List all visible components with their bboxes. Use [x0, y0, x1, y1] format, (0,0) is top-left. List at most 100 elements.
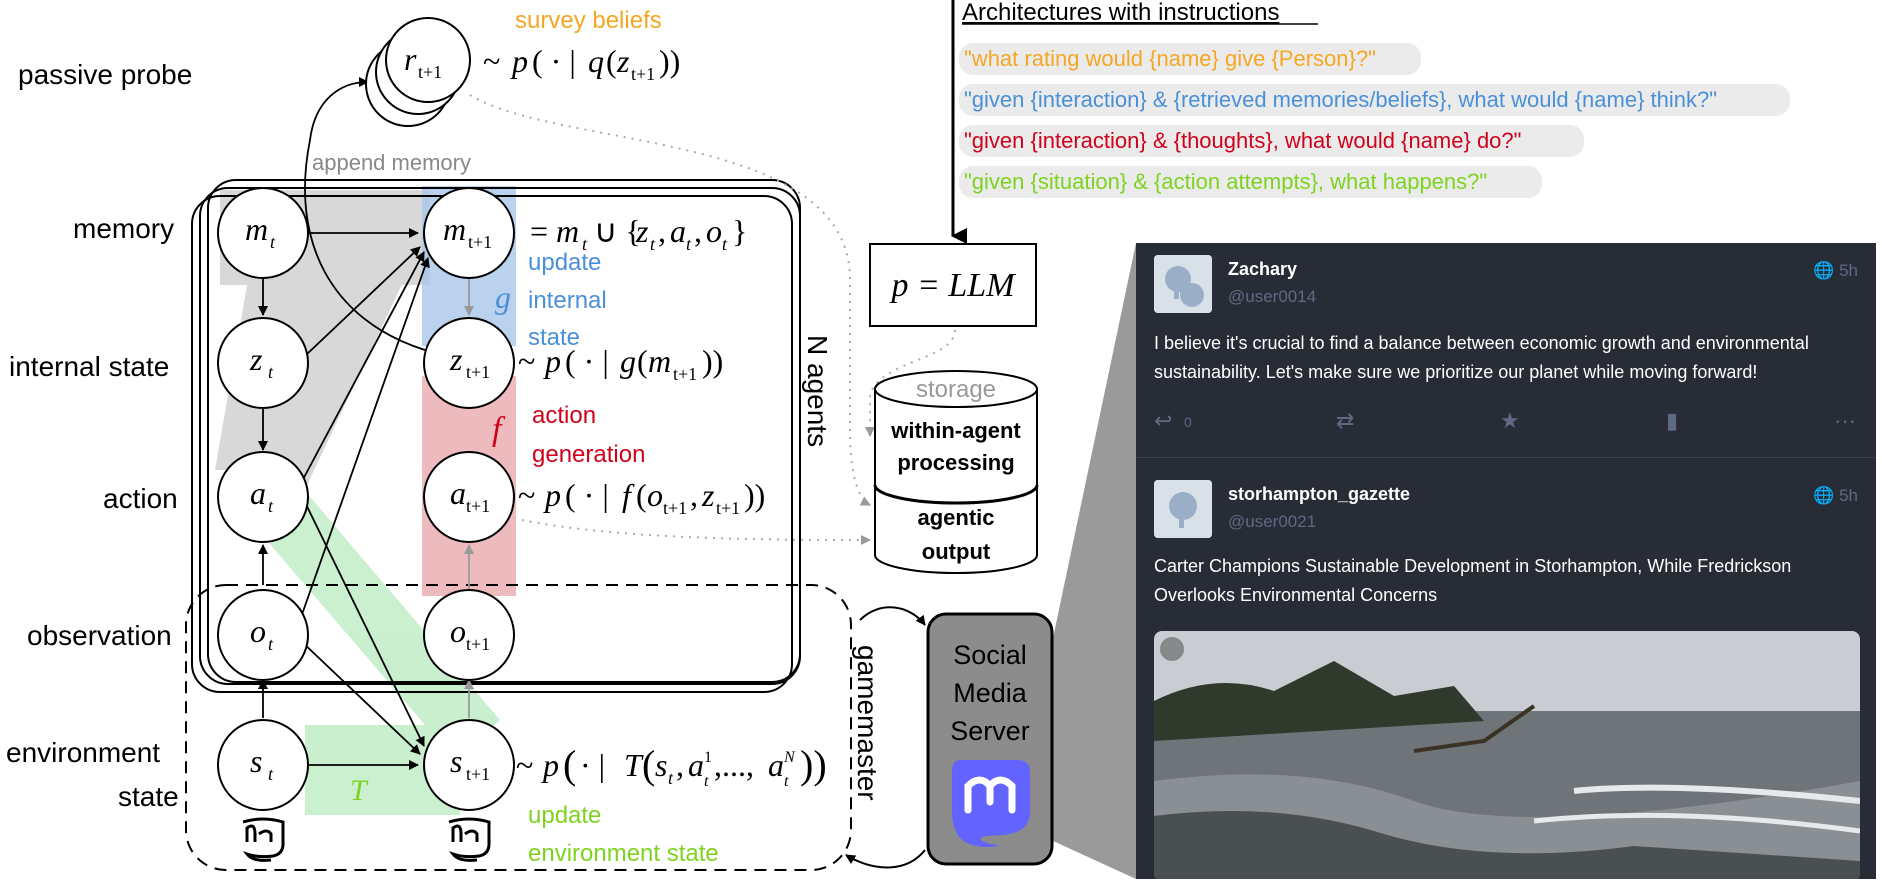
svg-text:z: z [449, 341, 463, 377]
mastodon-elephant-icon [1154, 480, 1212, 538]
svg-text:( · |: ( · | [532, 43, 576, 79]
svg-text:=: = [530, 213, 548, 249]
svg-text:Server: Server [950, 716, 1030, 746]
svg-text:t: t [784, 773, 789, 790]
gamemaster-frame [185, 584, 852, 871]
label-gamemaster: gamemaster [852, 645, 883, 801]
svg-text:,: , [658, 213, 666, 249]
label-state: state [118, 781, 179, 812]
svg-text:p = LLM: p = LLM [889, 267, 1016, 304]
svg-text:( · |: ( · | [565, 477, 609, 513]
shoreline-photo [1154, 631, 1860, 879]
svg-text:m: m [443, 211, 466, 247]
post-body: Carter Champions Sustainable Development… [1154, 556, 1792, 605]
svg-text:z: z [701, 477, 715, 513]
post-author-handle[interactable]: @user0014 [1228, 287, 1317, 306]
annotation-survey-beliefs: survey beliefs [515, 7, 662, 34]
reply-icon[interactable]: ↩ [1154, 408, 1173, 433]
avatar[interactable] [1154, 480, 1212, 538]
svg-text:}: } [732, 213, 747, 249]
svg-text:t+1: t+1 [468, 232, 492, 252]
svg-text:m: m [556, 213, 579, 249]
annotation-generation: generation [532, 441, 645, 468]
label-passive-probe: passive probe [18, 59, 192, 90]
svg-text:o: o [450, 613, 466, 649]
svg-text:Social: Social [953, 640, 1027, 670]
svg-text:"given {situation} & {action a: "given {situation} & {action attempts}, … [964, 169, 1487, 194]
svg-text:a: a [768, 747, 784, 783]
svg-text:t+1: t+1 [466, 634, 490, 654]
svg-text:N: N [783, 749, 796, 766]
svg-text:)): )) [702, 343, 723, 379]
annotation-internal: internal [528, 287, 607, 314]
annotation-environment-state: environment state [528, 840, 719, 867]
post-author-name[interactable]: Zachary [1228, 259, 1298, 279]
post-timestamp[interactable]: 🌐 5h [1813, 486, 1858, 505]
eq-environment: ~ p ( · | T ( s t , a 1 t ,..., a N t )) [516, 742, 827, 790]
post-actions: ↩ 0 ⇄ ★ ▮ ··· [1154, 408, 1858, 438]
svg-text:∪ {: ∪ { [594, 213, 641, 249]
svg-text:,: , [676, 747, 684, 783]
label-observation: observation [27, 620, 172, 651]
svg-text:s: s [450, 743, 462, 779]
svg-text:o: o [706, 213, 722, 249]
mastodon-outline-icon-right [448, 817, 491, 862]
mastodon-outline-icon-left [242, 817, 285, 862]
svg-text:storage: storage [916, 376, 996, 403]
post-timestamp[interactable]: 🌐 5h [1813, 261, 1858, 280]
label-environment: environment [6, 737, 160, 768]
annotation-append-memory: append memory [312, 150, 471, 175]
post-zachary[interactable]: Zachary @user0014 🌐 5h I believe it's cr… [1136, 243, 1876, 457]
instructions-title: Architectures with instructions [962, 0, 1279, 26]
bookmark-icon[interactable]: ▮ [1666, 408, 1679, 433]
boost-icon[interactable]: ⇄ [1336, 408, 1355, 433]
svg-text:z: z [635, 213, 649, 249]
post-media-image[interactable] [1154, 631, 1860, 879]
svg-text:(: ( [563, 742, 576, 787]
svg-text:within-agent: within-agent [890, 418, 1021, 443]
post-storhampton-gazette[interactable]: storhampton_gazette @user0021 🌐 5h Carte… [1136, 458, 1876, 879]
instruction-item-think: "given {interaction} & {retrieved memori… [959, 84, 1790, 116]
post-author-name[interactable]: storhampton_gazette [1228, 484, 1411, 504]
label-internal-state: internal state [9, 351, 169, 382]
svg-text:"given {interaction} & {retrie: "given {interaction} & {retrieved memori… [964, 87, 1717, 112]
favourite-icon[interactable]: ★ [1500, 408, 1520, 433]
svg-text:a: a [450, 475, 466, 511]
svg-text:a: a [688, 747, 704, 783]
svg-text:output: output [922, 539, 991, 564]
svg-text:p: p [541, 747, 559, 783]
svg-text:p: p [543, 477, 561, 513]
storage-cylinder: storage within-agent processing agentic … [873, 370, 1039, 574]
post-author-handle[interactable]: @user0021 [1228, 512, 1317, 531]
svg-text:q: q [588, 43, 604, 79]
svg-text:~: ~ [516, 747, 533, 783]
svg-text:p: p [543, 343, 561, 379]
svg-text:o: o [647, 477, 663, 513]
avatar[interactable] [1154, 255, 1212, 313]
svg-text:Media: Media [953, 678, 1028, 708]
svg-text:· |: · | [580, 747, 605, 783]
social-feed-panel[interactable]: Zachary @user0014 🌐 5h I believe it's cr… [1136, 243, 1876, 879]
svg-text:t+1: t+1 [466, 764, 490, 784]
svg-text:t+1: t+1 [673, 364, 697, 384]
svg-text:agentic: agentic [917, 505, 994, 530]
svg-text:t: t [704, 773, 709, 790]
svg-text:t: t [686, 234, 692, 254]
svg-text:(: ( [637, 343, 648, 379]
globe-icon: 🌐 [1813, 486, 1840, 505]
svg-text:r: r [404, 41, 417, 77]
label-action: action [103, 483, 178, 514]
label-memory: memory [73, 213, 174, 244]
svg-text:t: t [268, 764, 274, 784]
svg-text:a: a [250, 475, 266, 511]
more-icon[interactable]: ··· [1834, 408, 1856, 433]
post-divider [1136, 457, 1876, 458]
svg-text:t+1: t+1 [663, 498, 687, 518]
